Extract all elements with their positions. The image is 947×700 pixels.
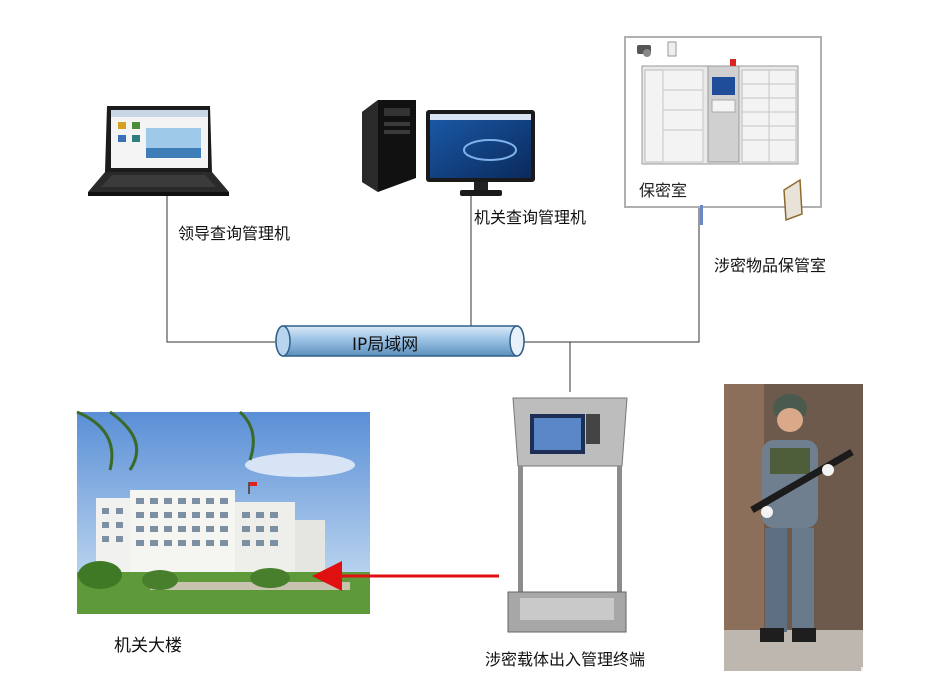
- office-query-pc-label: 机关查询管理机: [474, 208, 587, 227]
- link-storage-room: [520, 208, 700, 343]
- building-label: 机关大楼: [114, 636, 182, 656]
- ip-lan-pipe: [275, 325, 525, 357]
- desktop-computer-icon: [362, 100, 535, 196]
- terminal-label: 涉密载体出入管理终端: [485, 650, 646, 669]
- storage-room-label: 涉密物品保管室: [714, 256, 827, 275]
- laptop-icon: [88, 106, 229, 196]
- leader-query-pc-label: 领导查询管理机: [178, 224, 291, 243]
- ip-lan-label: IP局域网: [352, 335, 419, 355]
- access-terminal-illustration: [507, 397, 628, 633]
- storage-room-illustration: [624, 36, 822, 225]
- guard-soldier-photo: [724, 384, 863, 671]
- link-leader-pc: [166, 195, 275, 343]
- connection-lines: [166, 195, 700, 392]
- office-building-photo: [76, 410, 370, 614]
- watermark-text: 军桥网: [860, 666, 914, 687]
- storage-room-sign: 保密室: [639, 181, 688, 200]
